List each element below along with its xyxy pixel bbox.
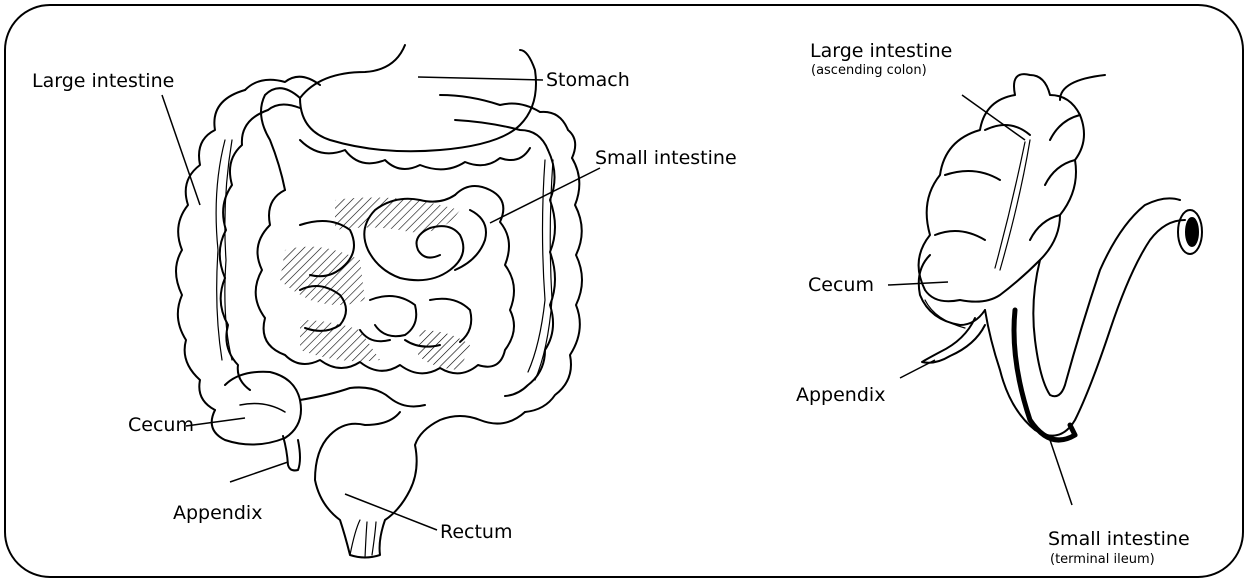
label-small-intestine-right: Small intestine <box>1048 528 1190 550</box>
leader-rectum <box>345 494 437 530</box>
leader-appendix-right <box>900 360 935 378</box>
label-ascending-colon: (ascending colon) <box>811 63 927 78</box>
leader-large-intestine <box>162 95 200 205</box>
small-intestine-coils <box>300 140 530 169</box>
leader-small-intestine <box>490 168 600 223</box>
leader-appendix <box>230 462 288 482</box>
mesentery-hatch <box>335 198 460 233</box>
cecum <box>212 372 301 445</box>
appendix <box>283 436 300 470</box>
descending-colon <box>525 158 582 412</box>
leader-terminal-ileum <box>1050 440 1072 505</box>
label-cecum-right: Cecum <box>808 274 874 296</box>
label-small-intestine: Small intestine <box>595 147 737 169</box>
ascending-colon-inner <box>220 110 268 390</box>
leader-stomach <box>418 77 543 80</box>
cecum-detail <box>919 255 985 325</box>
label-large-intestine-right: Large intestine <box>810 40 952 62</box>
label-appendix: Appendix <box>173 502 262 524</box>
label-appendix-right: Appendix <box>796 384 885 406</box>
label-large-intestine: Large intestine <box>32 70 174 92</box>
label-rectum: Rectum <box>440 521 512 543</box>
right-leader-lines <box>888 95 1072 505</box>
mesentery-hatch <box>418 330 470 370</box>
label-terminal-ileum: (terminal ileum) <box>1050 552 1155 567</box>
leader-cecum <box>186 418 245 426</box>
left-leader-lines <box>162 77 600 530</box>
stomach <box>300 45 536 151</box>
label-stomach: Stomach <box>546 69 630 91</box>
left-intestine-drawing <box>176 45 582 558</box>
label-cecum: Cecum <box>128 414 194 436</box>
right-cecum-drawing <box>919 74 1202 440</box>
